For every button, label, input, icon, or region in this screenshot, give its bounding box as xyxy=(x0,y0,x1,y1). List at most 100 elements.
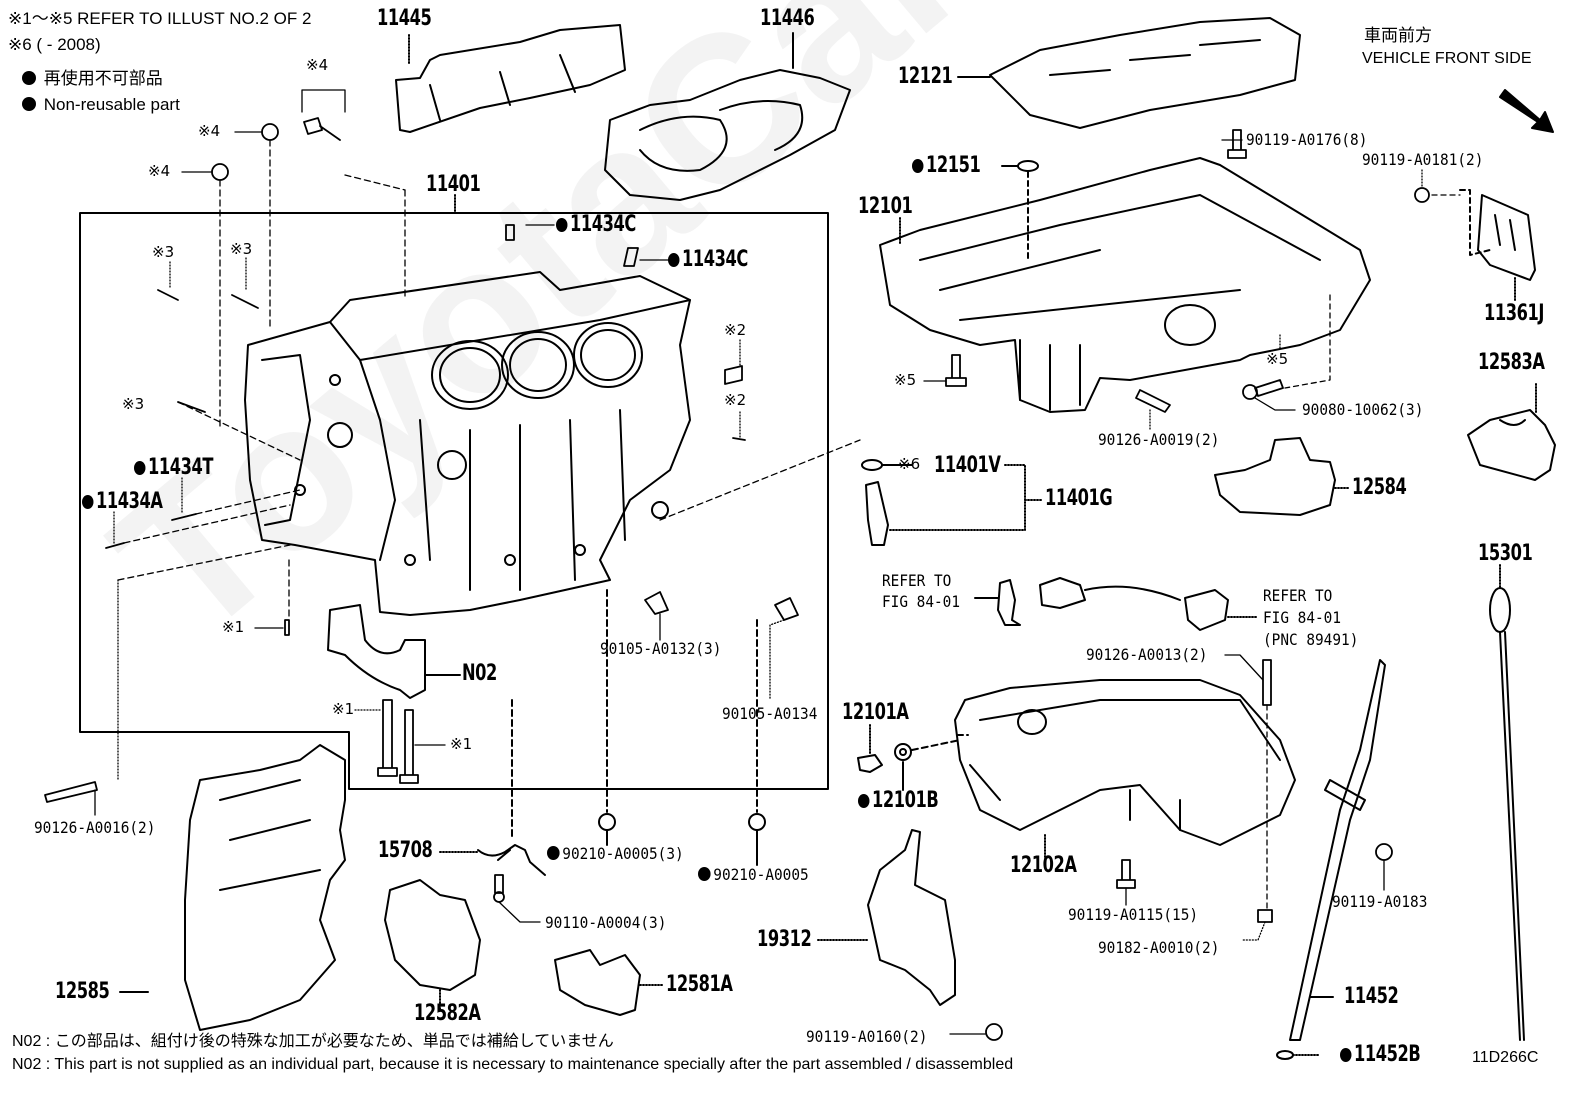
ref-mark-4-a: ※4 xyxy=(198,122,221,140)
part-15301[interactable]: 15301 xyxy=(1478,541,1533,566)
fastener-90105-A0134[interactable]: 90105-A0134 xyxy=(722,704,818,723)
fastener-90210-A0005-b[interactable]: 90210-A0005 xyxy=(698,867,809,883)
insulator-11446-drawing xyxy=(604,69,851,201)
part-12585[interactable]: 12585 xyxy=(55,979,110,1004)
fastener-90126-A0019[interactable]: 90126-A0019(2) xyxy=(1098,430,1220,449)
gasket-drawing xyxy=(997,579,1021,626)
part-12151[interactable]: 12151 xyxy=(912,153,981,178)
part-12583A[interactable]: 12583A xyxy=(1478,350,1545,375)
fastener-90210-A0005-a[interactable]: 90210-A0005(3) xyxy=(547,846,684,862)
fastener-90182-A0010[interactable]: 90182-A0010(2) xyxy=(1098,938,1220,957)
non-reusable-dot-icon xyxy=(1340,1048,1352,1062)
ref-mark-3-a: ※3 xyxy=(152,243,175,261)
fastener-90119-A0183[interactable]: 90119-A0183 xyxy=(1332,892,1428,911)
o-ring-12151 xyxy=(1017,160,1039,172)
baffle-plate-drawing xyxy=(989,17,1301,129)
part-12101A[interactable]: 12101A xyxy=(842,700,909,725)
spacer-12584-drawing xyxy=(1214,437,1336,516)
part-11452[interactable]: 11452 xyxy=(1344,984,1399,1009)
part-11401G[interactable]: 11401G xyxy=(1045,486,1113,511)
drain-plug-12101A xyxy=(857,754,883,773)
non-reusable-dot-icon xyxy=(698,867,711,881)
part-12101[interactable]: 12101 xyxy=(858,194,913,219)
part-12102A[interactable]: 12102A xyxy=(1010,853,1077,878)
fastener-90110-A0004[interactable]: 90110-A0004(3) xyxy=(545,913,667,932)
footnote-N02-jp: N02 : この部品は、組付け後の特殊な加工が必要なため、単品では補給していませ… xyxy=(12,1033,614,1050)
part-11401V[interactable]: 11401V xyxy=(934,453,1001,478)
refer-right-line3: (PNC 89491) xyxy=(1263,630,1359,649)
ref-mark-3-b: ※3 xyxy=(230,240,253,258)
spacer-12583A-drawing xyxy=(1467,409,1556,481)
fastener-90105-A0132[interactable]: 90105-A0132(3) xyxy=(600,639,722,658)
part-12581A[interactable]: 12581A xyxy=(666,972,733,997)
part-number-text: 11434C xyxy=(569,212,636,237)
cylinder-block-drawing xyxy=(244,271,691,616)
part-N02[interactable]: N02 xyxy=(462,661,497,686)
part-11445[interactable]: 11445 xyxy=(377,6,432,31)
part-number-text: 11434T xyxy=(147,455,214,480)
part-12121[interactable]: 12121 xyxy=(898,64,953,89)
non-reusable-dot-icon xyxy=(556,218,568,232)
ref-mark-1-a: ※1 xyxy=(222,618,245,636)
legend-non-reusable-jp: 再使用不可部品 xyxy=(22,70,163,87)
dipstick-handle xyxy=(1489,587,1511,633)
refer-left-line2[interactable]: FIG 84-01 xyxy=(882,592,961,611)
refer-right-line1: REFER TO xyxy=(1263,586,1333,605)
non-reusable-dot-icon xyxy=(912,159,924,173)
insulator-12585-drawing xyxy=(184,744,346,1031)
part-11452B[interactable]: 11452B xyxy=(1340,1044,1421,1066)
vehicle-front-label-jp: 車両前方 xyxy=(1364,26,1432,45)
part-11446[interactable]: 11446 xyxy=(760,6,815,31)
fastener-90126-A0016[interactable]: 90126-A0016(2) xyxy=(34,818,156,837)
non-reusable-dot-icon xyxy=(22,71,36,85)
refer-right-line2[interactable]: FIG 84-01 xyxy=(1263,608,1342,627)
part-12101B[interactable]: 12101B xyxy=(858,790,939,812)
leader-lines xyxy=(94,89,1461,1035)
footnote-N02-en: N02 : This part is not supplied as an in… xyxy=(12,1056,1014,1073)
part-11434C-a[interactable]: 11434C xyxy=(556,214,636,236)
fastener-90119-A0160[interactable]: 90119-A0160(2) xyxy=(806,1027,928,1046)
part-11434T[interactable]: 11434T xyxy=(134,457,213,479)
drain-gasket-12101B xyxy=(894,743,912,761)
bolt-drawings xyxy=(44,117,1430,1041)
fastener-90119-A0176[interactable]: 90119-A0176(8) xyxy=(1246,130,1368,149)
cover-11361J-drawing xyxy=(1477,194,1536,281)
note-refer-illust: ※1～※5 REFER TO ILLUST NO.2 OF 2 xyxy=(8,9,312,28)
bearing-cap-drawing xyxy=(327,604,461,699)
ref-mark-1-c: ※1 xyxy=(450,735,473,753)
fastener-90119-A0181[interactable]: 90119-A0181(2) xyxy=(1362,150,1484,169)
part-12582A[interactable]: 12582A xyxy=(414,1001,481,1026)
insulator-12581A-drawing xyxy=(554,949,641,1016)
vehicle-front-label-en: VEHICLE FRONT SIDE xyxy=(1362,50,1532,67)
part-19312[interactable]: 19312 xyxy=(757,927,812,952)
oil-pan-no1-drawing xyxy=(879,157,1371,413)
part-11434A[interactable]: 11434A xyxy=(82,491,163,513)
ref-mark-3-c: ※3 xyxy=(122,395,145,413)
part-number-text: 90210-A0005(3) xyxy=(562,844,684,863)
ref-mark-1-b: ※1 xyxy=(332,700,355,718)
part-number-text: 12151 xyxy=(925,153,981,178)
part-11401[interactable]: 11401 xyxy=(426,172,481,197)
oil-pan-no2-drawing xyxy=(954,679,1296,846)
part-11434C-b[interactable]: 11434C xyxy=(668,249,748,271)
ref-mark-2-b: ※2 xyxy=(724,391,747,409)
fastener-90119-A0115[interactable]: 90119-A0115(15) xyxy=(1068,905,1199,924)
insulator-12582A-drawing xyxy=(384,879,481,991)
fastener-90080-10062[interactable]: 90080-10062(3) xyxy=(1302,400,1424,419)
oil-jet-15708-drawing xyxy=(477,844,546,876)
sensor-drawing xyxy=(1039,577,1181,609)
non-reusable-dot-icon xyxy=(22,97,36,111)
part-12584[interactable]: 12584 xyxy=(1352,475,1407,500)
guide-11452-drawing xyxy=(1289,659,1386,1041)
ref-mark-4-top: ※4 xyxy=(306,56,329,74)
part-11361J[interactable]: 11361J xyxy=(1484,301,1545,326)
part-number-text: 11434C xyxy=(681,247,748,272)
part-15708[interactable]: 15708 xyxy=(378,838,433,863)
part-number-text: 90210-A0005 xyxy=(713,865,809,884)
non-reusable-dot-icon xyxy=(134,461,146,475)
insulator-11445-drawing xyxy=(395,24,626,133)
ref-mark-5-b: ※5 xyxy=(1266,350,1289,368)
fastener-90126-A0013[interactable]: 90126-A0013(2) xyxy=(1086,645,1208,664)
